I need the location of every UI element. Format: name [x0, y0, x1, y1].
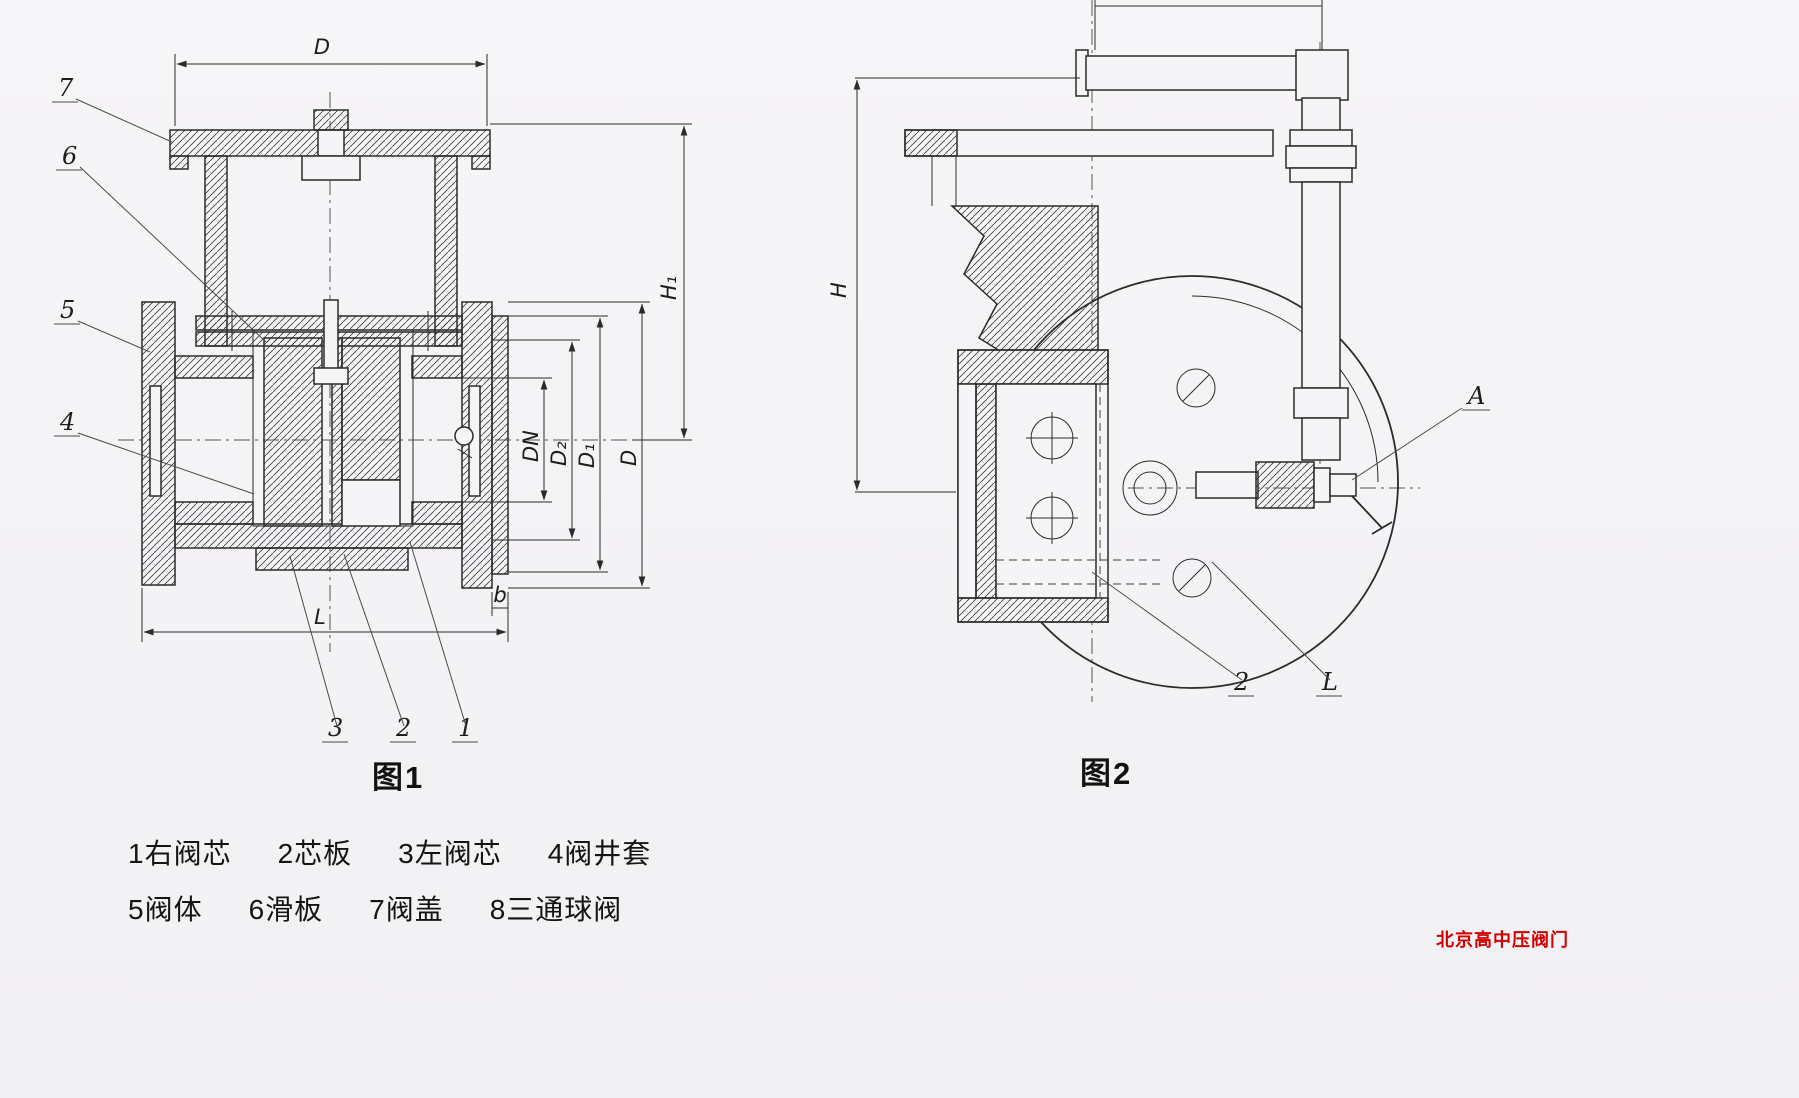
legend-row-2: 5阀体 6滑板 7阀盖 8三通球阀 — [128, 888, 651, 928]
body-wall-upper-right — [411, 355, 463, 379]
callout-2-fig2: 2 — [1233, 668, 1249, 696]
dim-label-b: b — [493, 583, 506, 607]
gate-body-left-slot — [957, 383, 977, 599]
callout-leader — [409, 541, 467, 727]
bonnet-recess — [301, 155, 361, 181]
bolt-hole-bottom — [1172, 558, 1212, 598]
callout-6: 6 — [62, 142, 77, 170]
callout-7: 7 — [58, 74, 74, 102]
body-wall-lower-left — [174, 501, 254, 525]
valve-lever — [1351, 495, 1383, 529]
flange-disc-inner-arc — [1191, 295, 1379, 483]
gate-body-top-band — [957, 349, 1109, 385]
bonnet-flange-lip-right — [471, 155, 491, 170]
callout-2: 2 — [395, 714, 411, 742]
legend-item: 1右阀芯 — [128, 838, 232, 869]
bore-circle-outer — [1122, 460, 1178, 516]
callout-1: 1 — [458, 714, 473, 742]
left-flange-bolt-slot — [149, 385, 162, 497]
legend-item: 3左阀芯 — [398, 838, 502, 869]
legend-item: 6滑板 — [248, 894, 324, 925]
stem-passage — [317, 129, 345, 157]
callout-leader — [77, 432, 255, 495]
callout-leader — [75, 98, 173, 143]
figure2-drawing: H A 2 L — [827, 0, 1490, 702]
figure1-drawing: D DN D₂ D₁ D H₁ — [52, 35, 692, 743]
dim-label-d1: D₁ — [575, 443, 599, 468]
valve-outlet — [1329, 473, 1357, 497]
valve-gland — [1313, 467, 1331, 503]
body-wall-upper-left — [174, 355, 254, 379]
valve-lever-tee — [1371, 521, 1393, 535]
legend-item: 4阀井套 — [547, 838, 652, 869]
figure2-caption: 图2 — [1080, 756, 1133, 791]
callout-3: 3 — [328, 714, 343, 742]
bolt-hole-slash — [1178, 564, 1206, 592]
callout-5: 5 — [60, 296, 75, 324]
legend-row-1: 1右阀芯 2芯板 3左阀芯 4阀井套 — [128, 832, 651, 872]
dim-label-h: H — [827, 282, 851, 298]
pipe-coupling — [1293, 387, 1349, 419]
pipe-vertical-mid — [1301, 181, 1341, 389]
valve-stem — [323, 299, 339, 373]
callout-leader — [1351, 407, 1463, 481]
union-nut-top — [1289, 129, 1353, 147]
label-a: A — [1466, 382, 1485, 410]
slide-plate — [341, 479, 401, 527]
stem-nut — [313, 367, 349, 385]
body-sump — [255, 547, 409, 571]
dim-label-d2: D₂ — [547, 441, 571, 466]
valve-nipple — [1195, 471, 1259, 499]
callout-leader — [1211, 561, 1331, 681]
callout-4: 4 — [59, 408, 75, 436]
callout-leader — [343, 553, 405, 727]
pipe-elbow — [1295, 49, 1349, 101]
callout-leader — [1091, 571, 1243, 681]
union-nut-bottom — [1289, 167, 1353, 183]
ball-valve-body — [1255, 461, 1315, 509]
dim-label-h1: H₁ — [657, 276, 681, 300]
left-pipe-flange — [141, 301, 176, 586]
body-bottom-wall — [174, 523, 463, 549]
dim-label-d-right: D — [617, 450, 641, 466]
union-nut-middle — [1285, 145, 1357, 169]
pipe-vertical-lower — [1301, 417, 1341, 461]
right-flange-face — [491, 315, 509, 575]
bolt-hole-top — [1176, 368, 1216, 408]
legend-item: 5阀体 — [128, 894, 203, 925]
mounting-plate-section — [904, 129, 958, 157]
watermark-brand: 北京高中压阀门 — [1436, 930, 1569, 950]
callout-leader — [77, 320, 151, 353]
gate-body-bottom-band — [957, 597, 1109, 623]
dim-label-dn: DN — [519, 430, 543, 462]
pipe-vertical-upper — [1301, 97, 1341, 133]
bore-circle-inner — [1133, 471, 1167, 505]
bolt-hole-slash — [1182, 374, 1210, 402]
legend-item: 8三通球阀 — [489, 894, 623, 925]
callout-leader — [289, 555, 338, 727]
callout-leader — [79, 166, 267, 343]
drain-fitting — [454, 426, 474, 446]
stem-boss — [313, 109, 349, 131]
pipe-horizontal-run — [1085, 55, 1299, 91]
mounting-plate — [904, 129, 1274, 157]
gate-body-left-wall — [975, 383, 997, 599]
bonnet-flange-lip-left — [169, 155, 189, 170]
broken-section — [950, 205, 1099, 357]
parts-legend: 1右阀芯 2芯板 3左阀芯 4阀井套 5阀体 6滑板 7阀盖 8三通球阀 — [128, 832, 651, 928]
drain-fitting-mark — [457, 448, 473, 459]
dim-label-l-fig2: L — [1321, 668, 1338, 696]
legend-item: 2芯板 — [277, 838, 353, 869]
right-valve-core — [341, 337, 401, 481]
dim-label-l: L — [314, 605, 326, 629]
dim-label-d-top: D — [314, 35, 330, 59]
left-valve-core — [263, 337, 323, 527]
body-wall-lower-right — [411, 501, 463, 525]
figure1-caption: 图1 — [372, 760, 425, 795]
legend-item: 7阀盖 — [369, 894, 444, 925]
gate-body-cavity — [995, 383, 1097, 599]
